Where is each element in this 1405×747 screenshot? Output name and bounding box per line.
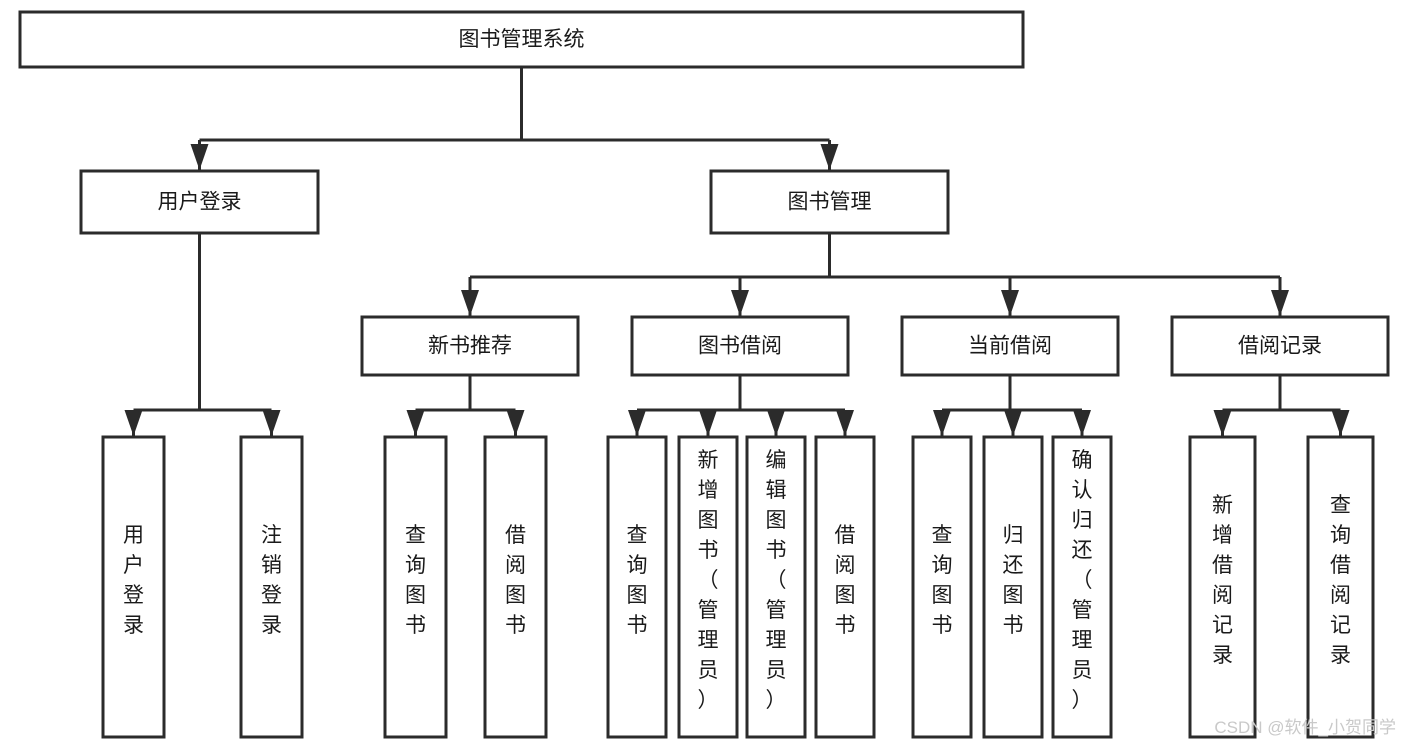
node-label-book-management: 图书管理	[788, 191, 872, 214]
conn-book-management-arrow-0	[461, 290, 479, 316]
nodes-layer: 图书管理系统用户登录图书管理新书推荐图书借阅当前借阅借阅记录用户登录注销登录查询…	[18, 10, 1390, 739]
node-label-leaf-confirm-return-admin: 确认归还（管理员）	[1072, 449, 1093, 712]
node-label-leaf-add-book-admin: 新增图书（管理员）	[698, 449, 719, 712]
conn-user-login-arrow-1	[262, 410, 281, 436]
node-book-management[interactable]: 图书管理	[709, 169, 950, 235]
node-label-new-book-recommend: 新书推荐	[428, 335, 512, 358]
node-leaf-user-login[interactable]: 用户登录	[101, 435, 166, 739]
node-root[interactable]: 图书管理系统	[18, 10, 1025, 69]
conn-current-borrow-arrow-2	[1073, 410, 1091, 436]
conn-book-management-arrow-3	[1271, 290, 1289, 316]
conn-new-book-recommend-arrow-1	[506, 410, 525, 436]
conn-current-borrow-arrow-0	[933, 410, 951, 436]
node-leaf-query-book-recommend[interactable]: 查询图书	[383, 435, 448, 739]
node-box-user-login	[79, 169, 320, 235]
node-leaf-return-book[interactable]: 归还图书	[982, 435, 1044, 739]
node-box-leaf-query-book-current	[911, 435, 973, 739]
node-leaf-query-borrow-record[interactable]: 查询借阅记录	[1306, 435, 1375, 739]
conn-root-arrow-1	[820, 144, 839, 170]
node-leaf-add-borrow-record[interactable]: 新增借阅记录	[1188, 435, 1257, 739]
node-leaf-confirm-return-admin[interactable]: 确认归还（管理员）	[1051, 435, 1113, 739]
conn-book-borrow-arrow-0	[628, 410, 646, 436]
node-borrow-record[interactable]: 借阅记录	[1170, 315, 1390, 377]
node-label-root: 图书管理系统	[459, 28, 585, 51]
conn-book-management-arrow-1	[731, 290, 749, 316]
node-box-book-borrow	[630, 315, 850, 377]
conn-borrow-record-arrow-1	[1331, 410, 1350, 436]
node-box-leaf-add-borrow-record	[1188, 435, 1257, 739]
node-label-leaf-borrow-book-recommend: 借阅图书	[505, 524, 526, 637]
conn-user-login-arrow-0	[124, 410, 143, 436]
node-box-leaf-borrow-book-recommend	[483, 435, 548, 739]
node-box-leaf-edit-book-admin	[745, 435, 807, 739]
node-box-leaf-logout-login	[239, 435, 304, 739]
conn-current-borrow-arrow-1	[1004, 410, 1022, 436]
node-box-leaf-return-book	[982, 435, 1044, 739]
conn-book-borrow-arrow-2	[767, 410, 785, 436]
node-leaf-borrow-book-recommend[interactable]: 借阅图书	[483, 435, 548, 739]
node-label-leaf-user-login: 用户登录	[123, 524, 144, 637]
node-box-leaf-query-book-borrow	[606, 435, 668, 739]
node-label-leaf-return-book: 归还图书	[1003, 524, 1024, 637]
node-box-new-book-recommend	[360, 315, 580, 377]
node-box-current-borrow	[900, 315, 1120, 377]
node-box-leaf-confirm-return-admin	[1051, 435, 1113, 739]
node-label-leaf-borrow-book: 借阅图书	[835, 524, 856, 637]
node-user-login[interactable]: 用户登录	[79, 169, 320, 235]
node-leaf-query-book-current[interactable]: 查询图书	[911, 435, 973, 739]
conn-root-arrow-0	[190, 144, 209, 170]
node-label-user-login: 用户登录	[158, 191, 242, 214]
csdn-watermark: CSDN @软件_小贺同学	[1214, 718, 1396, 737]
node-label-book-borrow: 图书借阅	[698, 335, 782, 358]
node-book-borrow[interactable]: 图书借阅	[630, 315, 850, 377]
node-box-leaf-query-book-recommend	[383, 435, 448, 739]
node-current-borrow[interactable]: 当前借阅	[900, 315, 1120, 377]
node-label-leaf-edit-book-admin: 编辑图书（管理员）	[766, 449, 787, 712]
node-box-book-management	[709, 169, 950, 235]
node-box-borrow-record	[1170, 315, 1390, 377]
node-label-leaf-query-borrow-record: 查询借阅记录	[1330, 494, 1351, 667]
node-leaf-add-book-admin[interactable]: 新增图书（管理员）	[677, 435, 739, 739]
node-leaf-query-book-borrow[interactable]: 查询图书	[606, 435, 668, 739]
node-box-root	[18, 10, 1025, 69]
node-label-leaf-add-borrow-record: 新增借阅记录	[1212, 494, 1233, 667]
node-label-leaf-logout-login: 注销登录	[261, 524, 282, 637]
connectors-layer	[124, 67, 1350, 436]
node-label-current-borrow: 当前借阅	[968, 335, 1052, 358]
node-label-borrow-record: 借阅记录	[1238, 335, 1322, 358]
node-box-leaf-add-book-admin	[677, 435, 739, 739]
node-leaf-borrow-book[interactable]: 借阅图书	[814, 435, 876, 739]
conn-borrow-record-arrow-0	[1213, 410, 1232, 436]
conn-book-borrow-arrow-1	[699, 410, 717, 436]
node-leaf-edit-book-admin[interactable]: 编辑图书（管理员）	[745, 435, 807, 739]
node-label-leaf-query-book-borrow: 查询图书	[627, 524, 648, 637]
conn-new-book-recommend-arrow-0	[406, 410, 425, 436]
conn-book-borrow-arrow-3	[836, 410, 854, 436]
node-label-leaf-query-book-recommend: 查询图书	[405, 524, 426, 637]
node-new-book-recommend[interactable]: 新书推荐	[360, 315, 580, 377]
node-label-leaf-query-book-current: 查询图书	[932, 524, 953, 637]
node-leaf-logout-login[interactable]: 注销登录	[239, 435, 304, 739]
node-box-leaf-query-borrow-record	[1306, 435, 1375, 739]
conn-book-management-arrow-2	[1001, 290, 1019, 316]
node-box-leaf-user-login	[101, 435, 166, 739]
node-box-leaf-borrow-book	[814, 435, 876, 739]
